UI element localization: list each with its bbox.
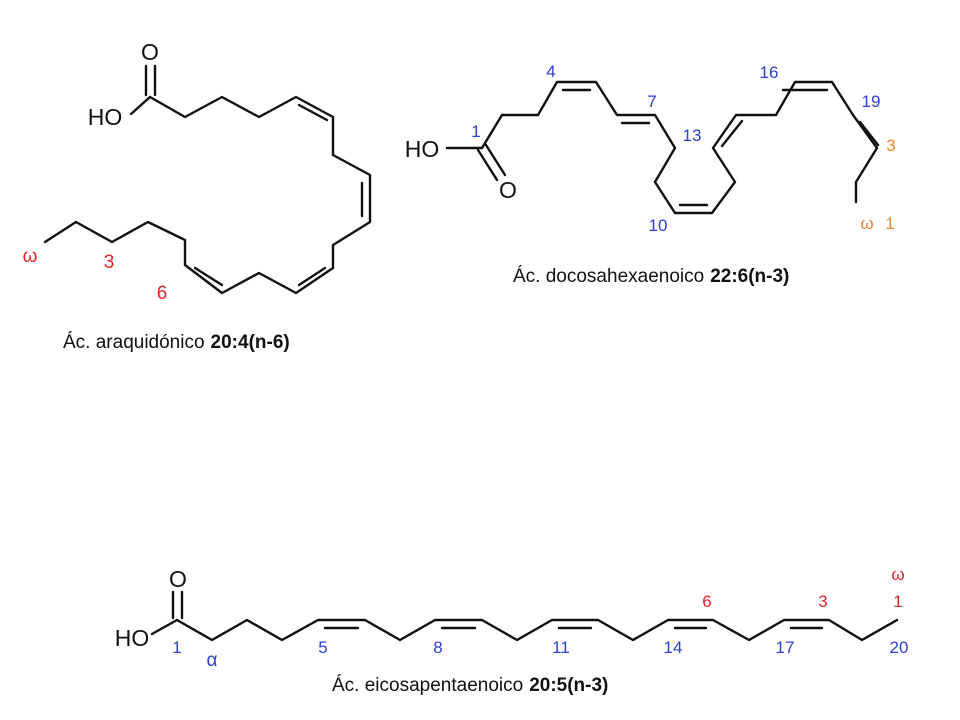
eicosapentaenoic-chain bbox=[175, 618, 899, 642]
carbon-13-label: 13 bbox=[683, 126, 702, 145]
omega-label: ω bbox=[860, 214, 873, 233]
double-bond-inner-13 bbox=[720, 119, 744, 148]
carbon-5-label: 5 bbox=[318, 638, 327, 657]
omega-label: ω bbox=[891, 565, 904, 584]
carbon-16-label: 16 bbox=[760, 63, 779, 82]
position-1-label: 1 bbox=[885, 214, 894, 233]
carbon-19-label: 19 bbox=[862, 92, 881, 111]
oxygen-atom: O bbox=[499, 177, 517, 203]
c-oh-bond bbox=[150, 618, 179, 636]
position-3-label: 3 bbox=[104, 252, 115, 273]
c-oh-bond bbox=[129, 95, 152, 116]
position-3-label: 3 bbox=[886, 136, 895, 155]
alpha-label: α bbox=[207, 650, 218, 671]
c-o-double-bond-a bbox=[476, 148, 499, 182]
carbon-20-label: 20 bbox=[890, 638, 909, 657]
double-bond-inner-14 bbox=[193, 266, 224, 287]
double-bond-inner-5 bbox=[297, 103, 329, 122]
carbon-8-label: 8 bbox=[433, 638, 442, 657]
hydroxyl-group: HO bbox=[405, 136, 440, 162]
eicosapentaenoic-acid-structure: O HO 1 α 5 8 11 14 17 20 6 3 1 ω Ác. eic… bbox=[115, 565, 909, 696]
double-bond-inner-11 bbox=[297, 266, 327, 287]
hydroxyl-group: HO bbox=[88, 104, 123, 130]
carbon-14-label: 14 bbox=[664, 638, 683, 657]
position-1-label: 1 bbox=[893, 592, 902, 611]
docosahexaenoic-acid-structure: HO O 1 4 7 10 13 16 19 3 ω 1 Ác. docosah… bbox=[405, 62, 896, 287]
carbon-11-label: 11 bbox=[552, 638, 570, 657]
oxygen-atom: O bbox=[141, 39, 159, 65]
carbon-17-label: 17 bbox=[776, 638, 795, 657]
docosahexaenoic-chain bbox=[480, 80, 879, 215]
carbon-10-label: 10 bbox=[649, 216, 668, 235]
hydroxyl-group: HO bbox=[115, 625, 150, 651]
oxygen-atom: O bbox=[169, 566, 187, 592]
arachidonic-chain bbox=[43, 95, 372, 295]
position-6-label: 6 bbox=[702, 592, 711, 611]
carbon-1-label: 1 bbox=[471, 122, 480, 141]
carbon-1-label: 1 bbox=[172, 638, 181, 657]
carbon-7-label: 7 bbox=[647, 92, 656, 111]
c-o-double-bond-b bbox=[484, 143, 507, 177]
carbon-4-label: 4 bbox=[546, 62, 555, 81]
position-3-label: 3 bbox=[818, 592, 827, 611]
double-bond-inner-19 bbox=[858, 120, 880, 147]
omega-label: ω bbox=[23, 246, 38, 267]
position-6-label: 6 bbox=[157, 283, 168, 304]
